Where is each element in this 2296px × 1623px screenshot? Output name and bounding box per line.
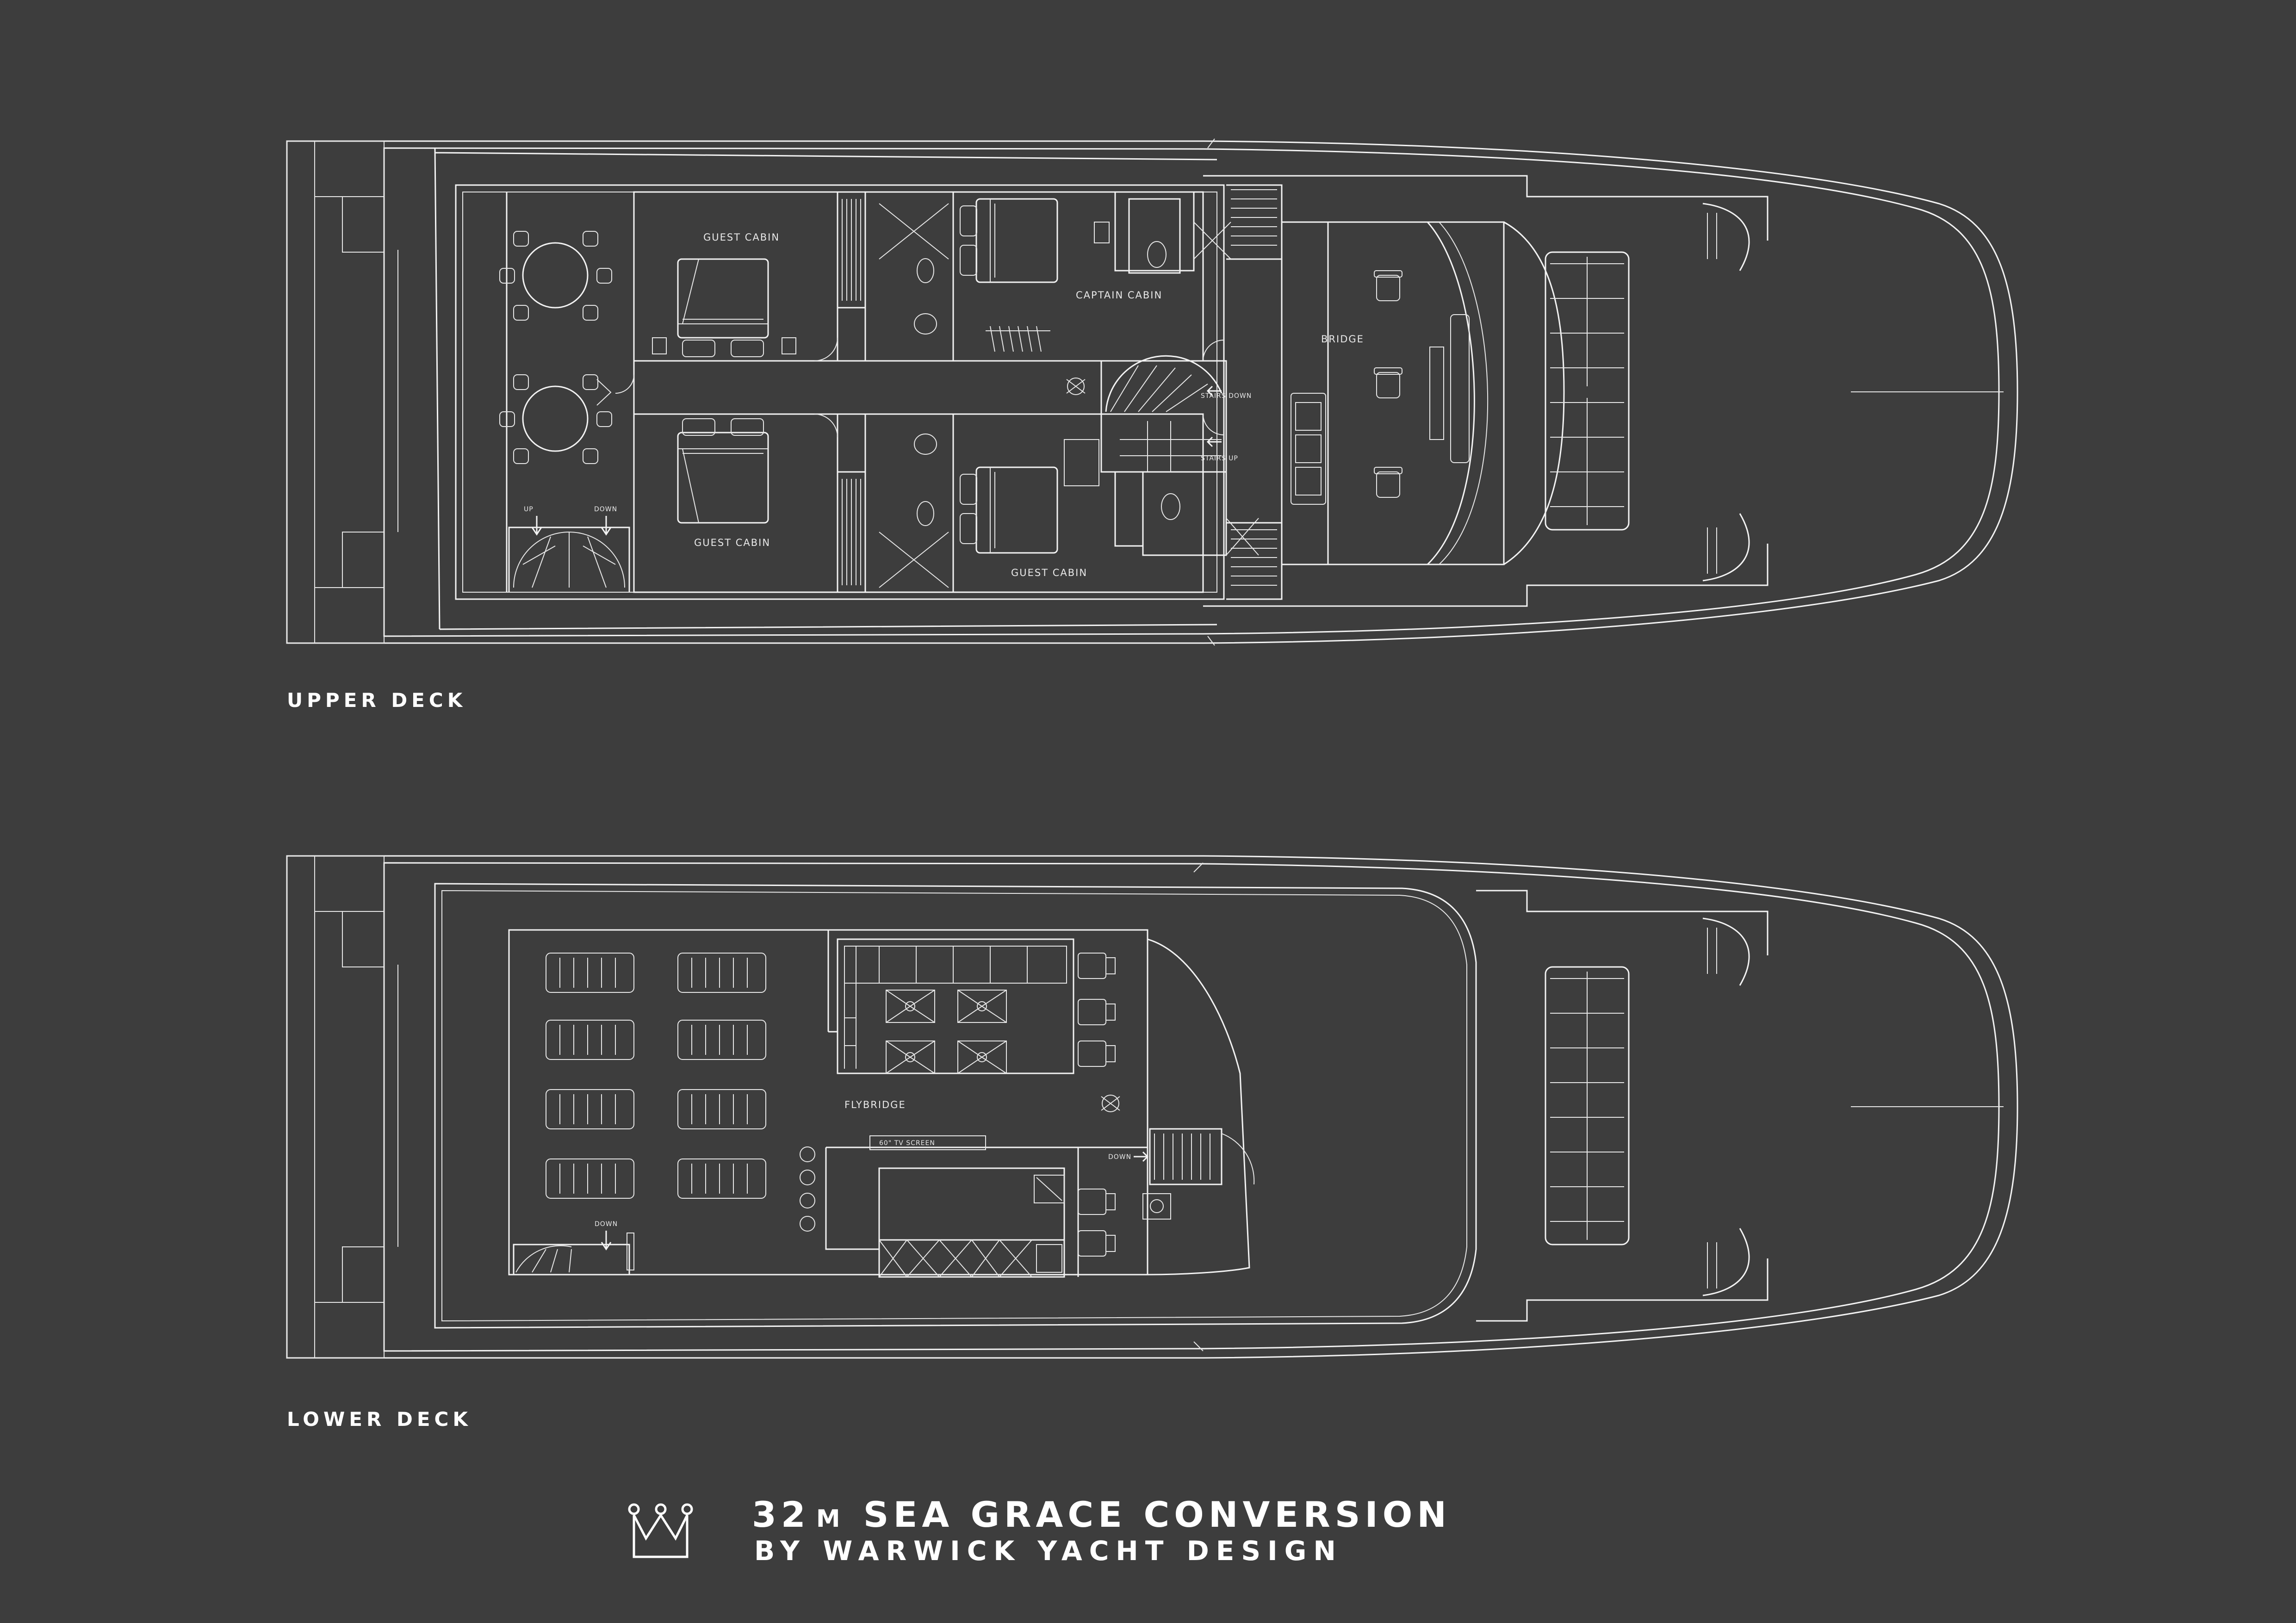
project-title: 32 M SEA GRACE CONVERSION (752, 1494, 1451, 1535)
lower-swim-platform (286, 855, 398, 1358)
room-label-guest-cabin-1: GUEST CABIN (703, 232, 780, 243)
upper-swim-platform (286, 141, 398, 644)
title-rest: SEA GRACE CONVERSION (863, 1494, 1451, 1535)
room-label-guest-cabin-2: GUEST CABIN (694, 537, 770, 548)
lower-stair-down-label: DOWN (1108, 1153, 1131, 1161)
lower-deck-label: LOWER DECK (287, 1408, 472, 1431)
guest-cabin-top-left: GUEST CABIN (633, 191, 838, 362)
room-label-guest-cabin-3: GUEST CABIN (1011, 567, 1087, 578)
upper-bathrooms (837, 191, 954, 593)
stairs-up-label: STAIRS UP (1201, 455, 1238, 462)
flybridge-bar: 60" TV SCREEN (800, 1135, 1079, 1278)
spiral-staircase: STAIRS DOWN STAIRS UP (1064, 355, 1252, 486)
flybridge-helm-seats (1078, 953, 1116, 1257)
upper-hull-inner (383, 147, 2000, 637)
bridge-area: BRIDGE (1226, 184, 1505, 600)
lower-foredeck (1193, 862, 2004, 1351)
upper-deck-label: UPPER DECK (287, 689, 466, 712)
crown-icon (628, 1503, 693, 1558)
lower-deck-plan: DOWN FLYBRIDGE 60" TV SCREEN (286, 855, 2018, 1431)
bar-stools (800, 1146, 815, 1232)
aft-stair-down-label: DOWN (594, 506, 617, 513)
title-block: 32 M SEA GRACE CONVERSION BY WARWICK YAC… (628, 1494, 1451, 1567)
room-label-captain-cabin: CAPTAIN CABIN (1076, 290, 1162, 301)
aft-stair-up-label: UP (524, 506, 534, 513)
sun-loungers (546, 953, 766, 1199)
room-label-flybridge: FLYBRIDGE (844, 1099, 906, 1110)
upper-side-deck (434, 148, 1217, 630)
project-subtitle: BY WARWICK YACHT DESIGN (754, 1535, 1343, 1567)
stairs-down-label: STAIRS DOWN (1201, 392, 1252, 400)
dining-table-1 (522, 242, 589, 309)
title-unit: M (816, 1505, 847, 1533)
guest-cabin-bottom-left: GUEST CABIN (633, 413, 838, 593)
lower-hull-outline (286, 855, 2018, 1359)
upper-doors (615, 337, 1224, 438)
central-corridor (633, 192, 1101, 592)
upper-deck-plan: UP DOWN GUEST CABIN GUEST CABIN (286, 138, 2018, 712)
aft-dining-area: UP DOWN (499, 192, 630, 592)
lower-hull-inner (383, 862, 2000, 1352)
upper-foredeck (1203, 138, 2004, 646)
lower-aft-stair: DOWN (513, 1220, 634, 1275)
captain-cabin: CAPTAIN CABIN (952, 191, 1231, 362)
lower-aft-down-label: DOWN (595, 1220, 618, 1228)
guest-cabin-bottom-right: GUEST CABIN (952, 413, 1259, 593)
flybridge-forward: DOWN (1074, 929, 1255, 1276)
lounge-tables (886, 990, 1007, 1074)
tv-screen-label: 60" TV SCREEN (879, 1140, 935, 1147)
helm-seats (1374, 270, 1402, 498)
title-number: 32 (752, 1494, 810, 1535)
upper-superstructure (455, 184, 1225, 600)
upper-hull-outline (286, 140, 2018, 644)
room-label-bridge: BRIDGE (1321, 334, 1364, 345)
dining-table-2 (522, 385, 589, 452)
flybridge-lounge: FLYBRIDGE (827, 930, 1074, 1110)
flybridge-hardtop (434, 883, 1477, 1329)
